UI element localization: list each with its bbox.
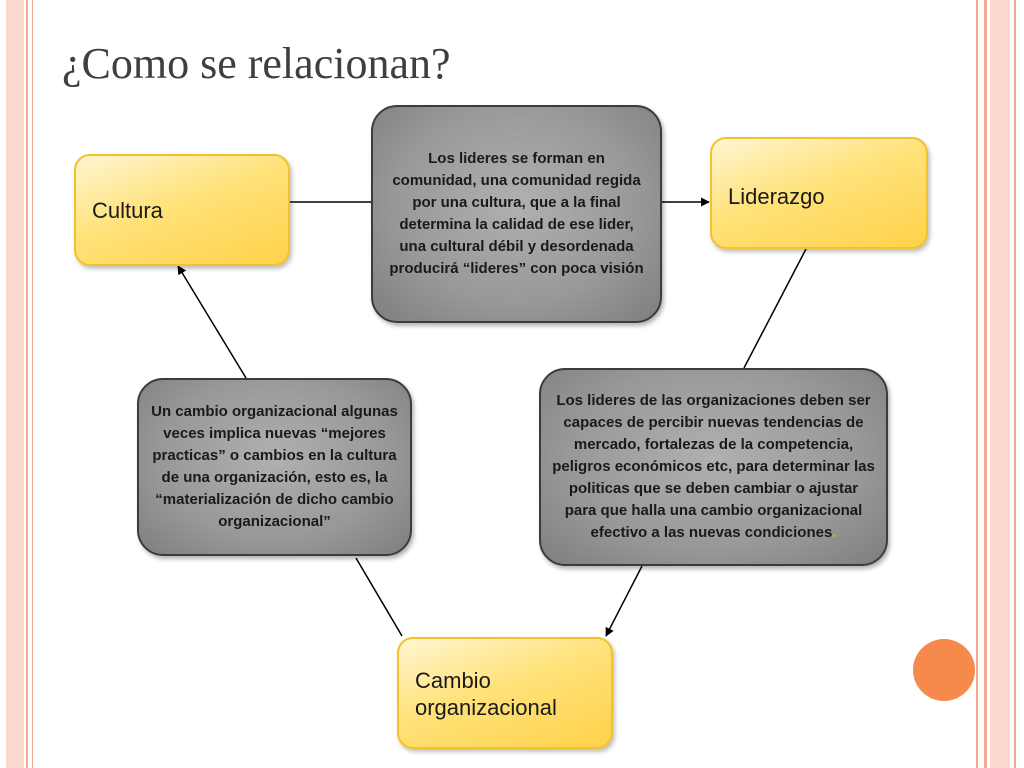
connector-cambio-to-note [355,557,403,637]
slide-title: ¿Como se relacionan? [62,39,451,88]
note-top-text: Los lideres se forman en comunidad, una … [389,150,644,277]
node-liderazgo-label: Liderazgo [728,184,825,209]
note-left-text: Un cambio organizacional algunas veces i… [151,403,398,530]
left-decorative-border [0,0,38,768]
right-decorative-border [976,0,1024,768]
node-cambio-organizacional: Cambio organizacional [397,637,613,749]
accent-circle [913,639,975,701]
arrow-note-to-cambio [605,565,643,637]
node-cultura: Cultura [74,154,290,266]
node-cultura-label: Cultura [92,197,163,223]
note-liderazgo-cambio: Los lideres de las organizaciones deben … [539,368,888,566]
node-cambio-label: Cambio organizacional [415,668,557,720]
note-right-text: Los lideres de las organizaciones deben … [552,392,875,541]
node-liderazgo: Liderazgo [710,137,928,249]
connector-liderazgo-to-note [743,248,807,369]
arrow-note-to-cultura [177,265,247,379]
note-cambio-cultura: Un cambio organizacional algunas veces i… [137,378,412,556]
note-cultura-liderazgo: Los lideres se forman en comunidad, una … [371,105,662,323]
